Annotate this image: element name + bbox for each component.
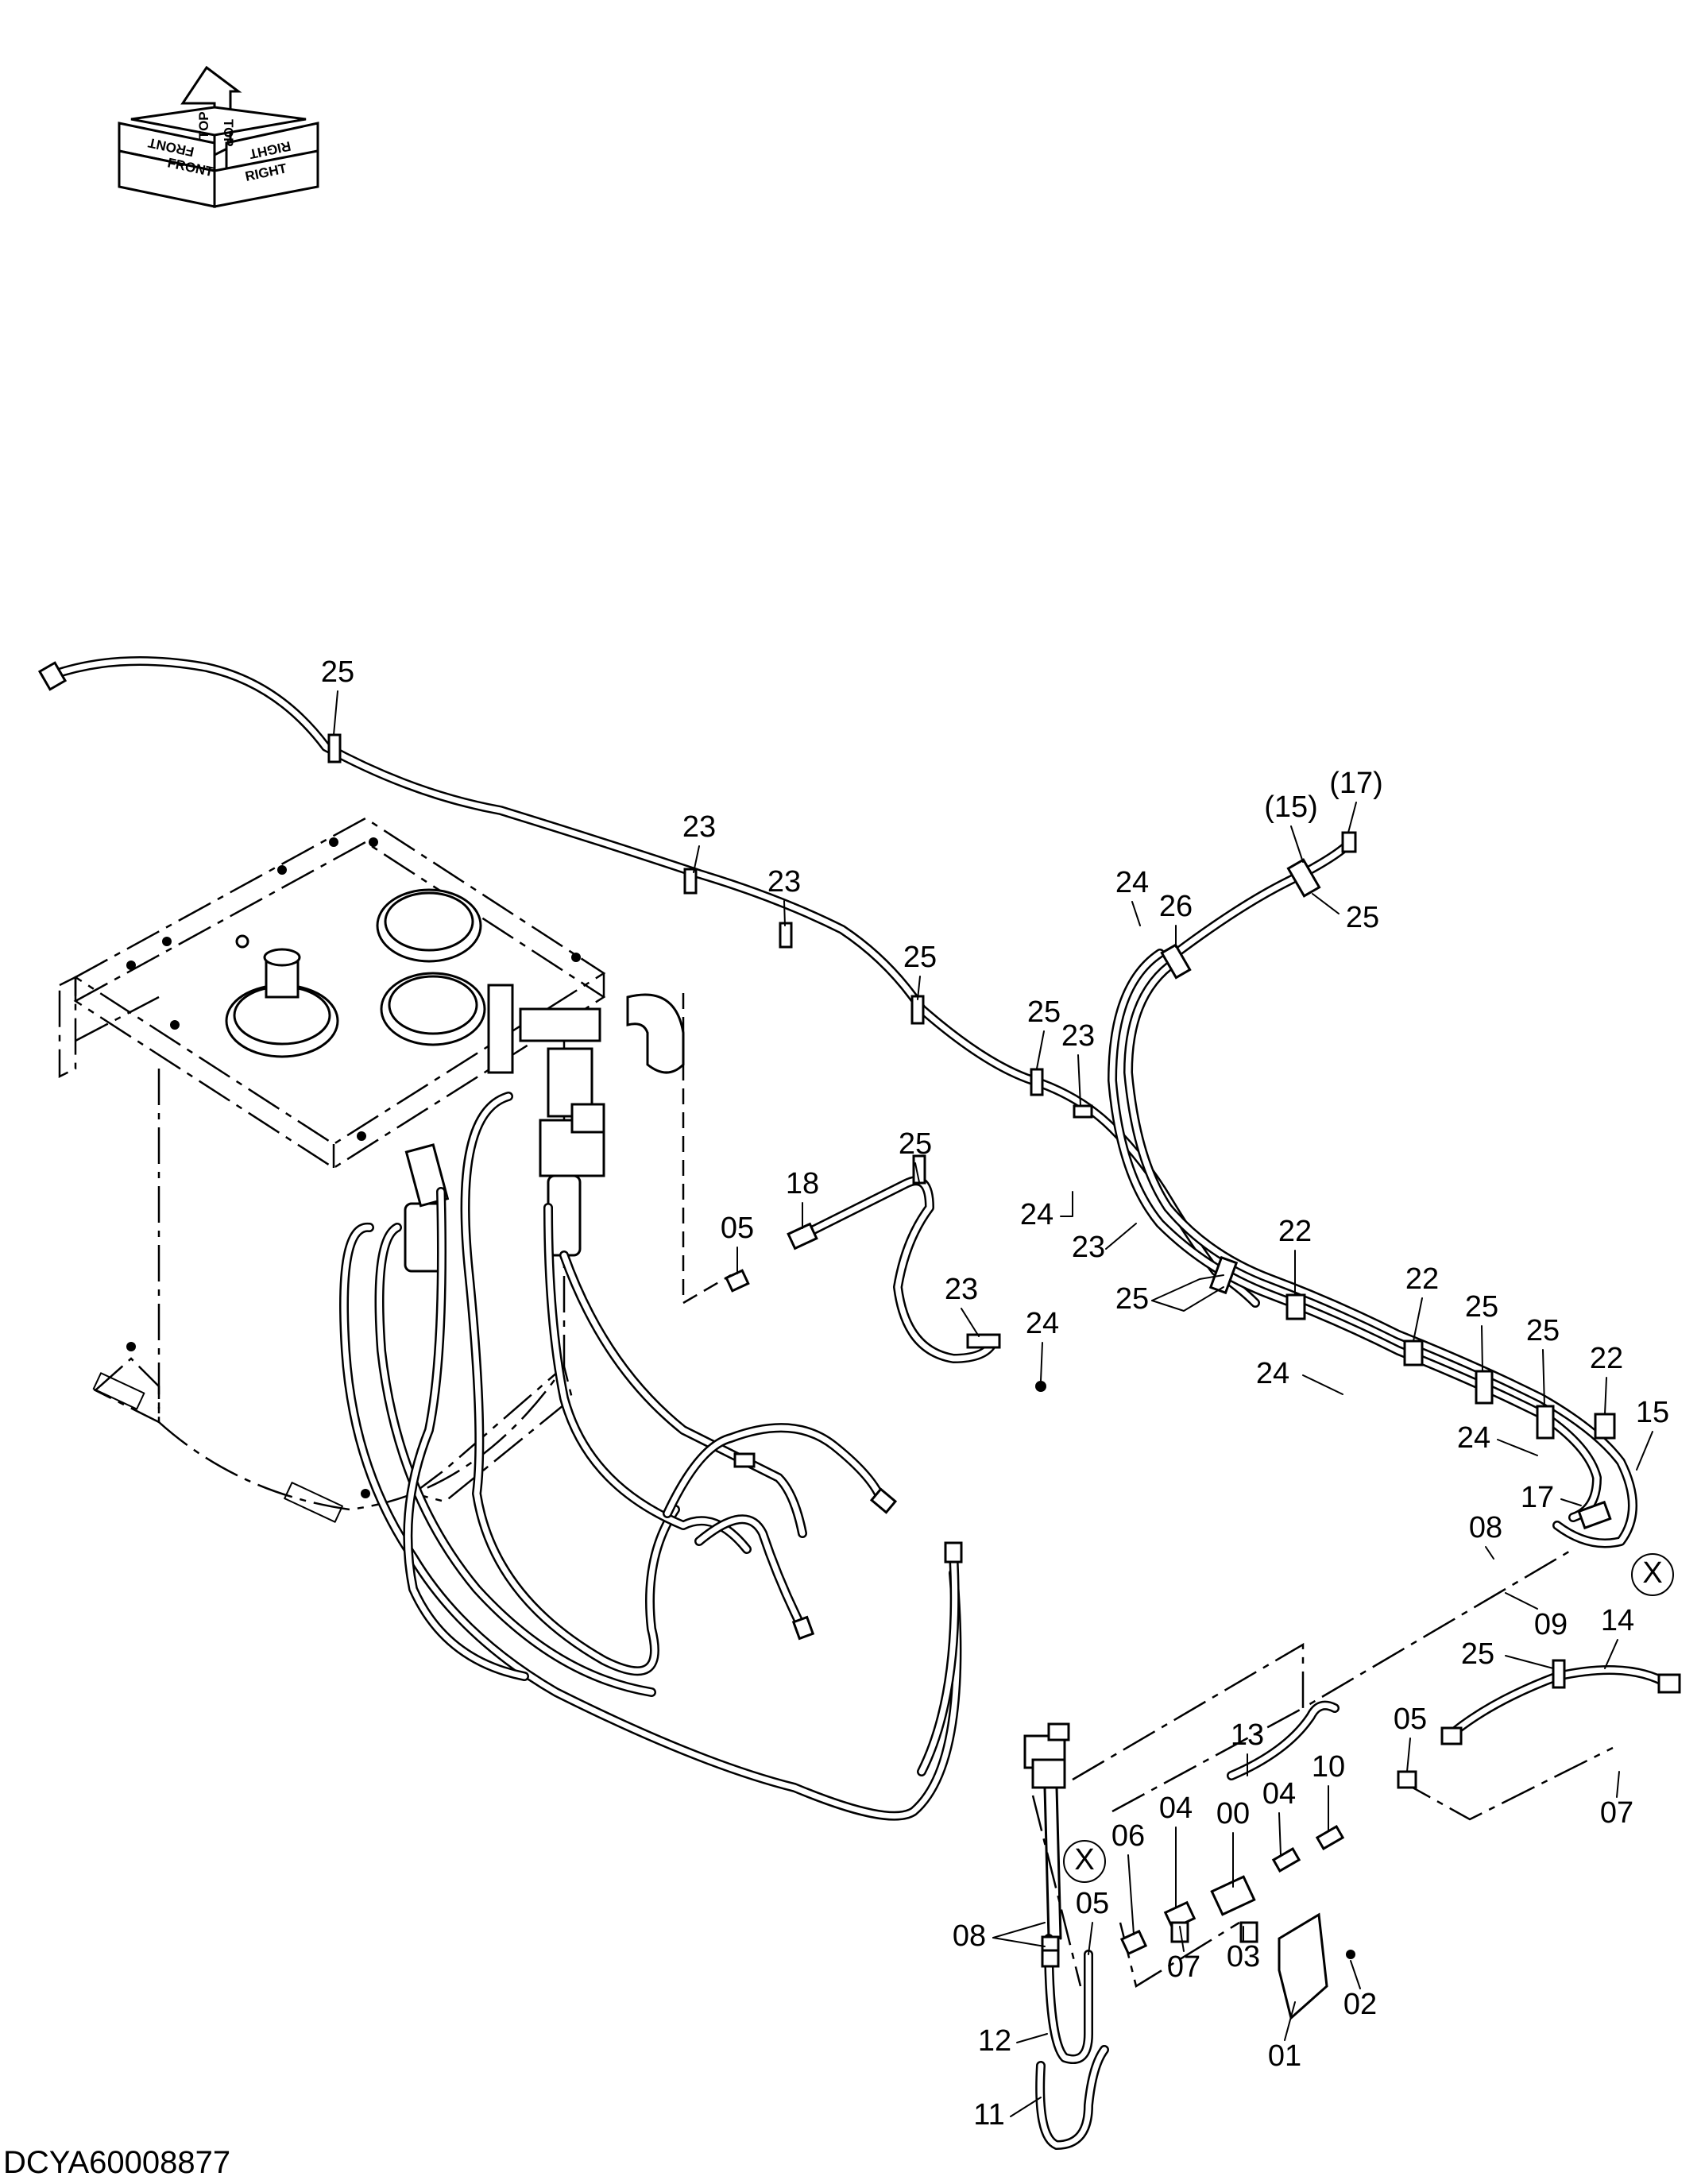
right-hose-bundle xyxy=(1108,831,1637,1548)
callout-11: 11 xyxy=(973,2098,1004,2132)
callout-25: 25 xyxy=(1526,1314,1560,1347)
callout-15: 15 xyxy=(1636,1396,1669,1429)
callout-02: 02 xyxy=(1343,1988,1377,2021)
callout-14: 14 xyxy=(1601,1604,1634,1637)
tank-hose-bundle xyxy=(339,1092,963,1821)
callout-24: 24 xyxy=(1457,1421,1490,1455)
callout-05: 05 xyxy=(1394,1703,1427,1736)
leader-lines xyxy=(333,690,1653,2117)
callout-00: 00 xyxy=(1216,1797,1250,1830)
callout-23: 23 xyxy=(767,865,801,899)
orient-top-mirror-label: TOP xyxy=(221,119,236,147)
callout-24: 24 xyxy=(1026,1307,1059,1340)
callout-07: 07 xyxy=(1600,1796,1633,1830)
callout-labels: 25 23 23 25 25 23 25 18 05 24 23 25 23 2… xyxy=(321,655,1669,2132)
callout-05: 05 xyxy=(721,1212,754,1245)
callout-x: X xyxy=(1642,1556,1662,1590)
callout-22: 22 xyxy=(1590,1342,1623,1375)
callout-13: 13 xyxy=(1231,1718,1264,1752)
callout-22: 22 xyxy=(1278,1215,1312,1248)
callout-25: 25 xyxy=(1115,1282,1149,1316)
callout-17: 17 xyxy=(1521,1481,1554,1514)
callout-08: 08 xyxy=(1469,1511,1502,1544)
callout-25: 25 xyxy=(899,1127,932,1161)
callout-24: 24 xyxy=(1020,1198,1053,1231)
callout-10: 10 xyxy=(1312,1750,1345,1784)
section-marker-circle xyxy=(1063,1840,1106,1883)
section-marker-circle xyxy=(1631,1553,1674,1596)
callout-24: 24 xyxy=(1115,866,1149,899)
callout-03: 03 xyxy=(1227,1940,1260,1973)
orient-top-label: TOP xyxy=(196,111,211,139)
callout-24: 24 xyxy=(1256,1357,1289,1390)
callout-22: 22 xyxy=(1405,1262,1439,1296)
callout-18: 18 xyxy=(786,1167,819,1200)
callout-01: 01 xyxy=(1268,2039,1301,2073)
callout-06: 06 xyxy=(1111,1819,1145,1853)
callout-09: 09 xyxy=(1534,1608,1568,1641)
callout-23: 23 xyxy=(682,810,716,844)
callout-23: 23 xyxy=(1072,1231,1105,1264)
callout-25: 25 xyxy=(903,941,937,974)
callout-04: 04 xyxy=(1262,1777,1296,1811)
callout-26: 26 xyxy=(1159,890,1193,923)
callout-23: 23 xyxy=(945,1273,978,1306)
lower-valve-assembly xyxy=(682,993,1681,2150)
callout-x: X xyxy=(1074,1843,1094,1877)
callout-17-parenthetical: (17) xyxy=(1329,767,1383,800)
callout-07: 07 xyxy=(1167,1950,1200,1984)
callout-15-parenthetical: (15) xyxy=(1264,790,1318,824)
drawing-id: DCYA60008877 xyxy=(3,2145,230,2180)
callout-23: 23 xyxy=(1061,1019,1095,1053)
callout-25: 25 xyxy=(1027,995,1061,1029)
callout-04: 04 xyxy=(1159,1792,1193,1825)
hose-18 xyxy=(725,1154,1046,1392)
callout-08: 08 xyxy=(953,1919,986,1953)
callout-25: 25 xyxy=(1465,1290,1498,1324)
callout-25: 25 xyxy=(321,655,354,689)
hydraulic-tank xyxy=(58,817,685,1523)
callout-25: 25 xyxy=(1346,901,1379,934)
callout-25: 25 xyxy=(1461,1637,1494,1671)
callout-05: 05 xyxy=(1076,1887,1109,1920)
orientation-arrows-icon: FRONT RIGHT TOP FRONT RIGHT TOP xyxy=(118,65,319,208)
callout-12: 12 xyxy=(978,2024,1011,2058)
